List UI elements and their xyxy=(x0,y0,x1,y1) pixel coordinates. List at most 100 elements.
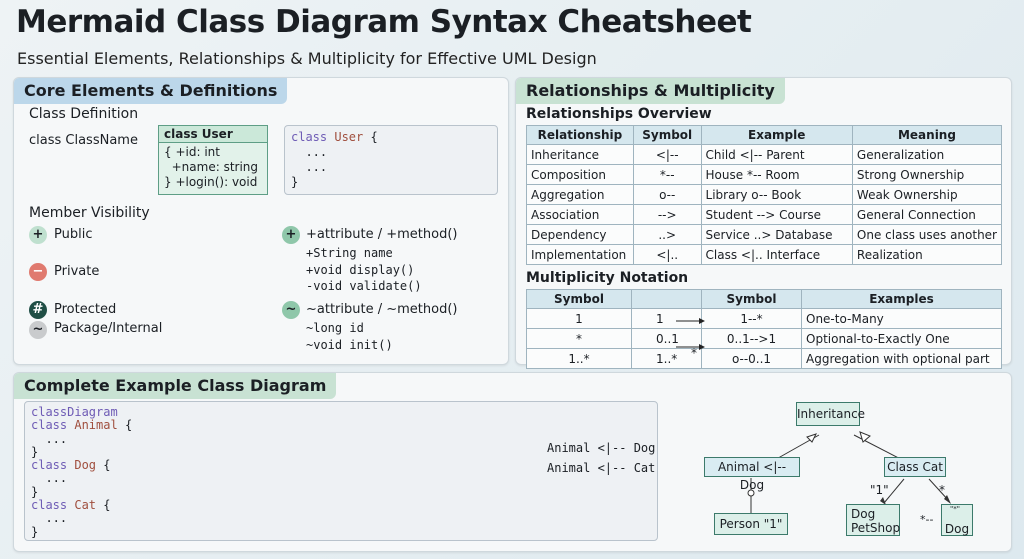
col-relationship: Relationship xyxy=(526,125,634,145)
public-member-icon: + xyxy=(282,226,300,244)
code-line-keyword: class xyxy=(31,498,75,513)
visibility-package-label: Package/Internal xyxy=(54,321,163,336)
class-user-box-title: class User xyxy=(159,126,267,143)
code-brace: { xyxy=(363,130,378,144)
code-line-keyword: classDiagram xyxy=(31,405,118,419)
visibility-private-label: Private xyxy=(54,264,100,279)
node-inheritance: Inheritance xyxy=(796,402,865,426)
code-line-keyword: class xyxy=(31,458,75,473)
code-line-rest: } xyxy=(31,484,39,499)
visibility-protected-label: Protected xyxy=(54,302,117,317)
relationship-cell: General Connection xyxy=(851,204,1003,225)
relationship-cell: One class uses another xyxy=(851,224,1003,245)
package-member-title: ~attribute / ~method() xyxy=(306,302,458,317)
relationships-table: Relationship Symbol Example Meaning Inhe… xyxy=(526,125,1003,265)
relationships-overview-label: Relationships Overview xyxy=(526,106,712,122)
multiplicity-cell: One-to-Many xyxy=(801,308,1002,329)
code-line-rest: ... xyxy=(31,511,68,526)
relationship-cell: Realization xyxy=(851,244,1003,265)
core-elements-heading: Core Elements & Definitions xyxy=(14,78,288,104)
node-dog-petshop: Dog PetShop xyxy=(846,504,900,536)
code-line: class Animal { xyxy=(31,419,651,432)
mult-col-symbol-2: Symbol xyxy=(701,289,802,309)
mult-col-blank xyxy=(631,289,702,309)
multiplicity-label: Multiplicity Notation xyxy=(526,270,689,286)
code-line: } xyxy=(31,484,651,499)
class-definition-label: Class Definition xyxy=(29,106,139,122)
node-class-cat: Class Cat xyxy=(884,457,946,477)
label-composition: *-- xyxy=(920,513,934,526)
example-heading: Complete Example Class Diagram xyxy=(14,373,337,399)
protected-icon: # xyxy=(29,301,47,319)
multiplicity-table-header: Symbol Symbol Examples xyxy=(526,289,1002,309)
public-icon: + xyxy=(29,226,47,244)
relationships-panel: Relationships & Multiplicity Relationshi… xyxy=(515,77,1012,369)
label-one: "1" xyxy=(870,483,889,497)
multiplicity-cell: Aggregation with optional part xyxy=(801,348,1002,369)
label-tiny: "*" xyxy=(950,505,960,513)
col-meaning: Meaning xyxy=(851,125,1003,145)
code-line-rest: } xyxy=(31,524,39,539)
multiplicity-cell: 1..* xyxy=(526,348,632,369)
code-line: ... xyxy=(31,431,651,446)
class-user-box: class User { +id: int +name: string } +l… xyxy=(158,125,268,195)
code-line: class Cat { xyxy=(31,498,651,513)
example-panel: Complete Example Class Diagram classDiag… xyxy=(13,372,1012,552)
relationships-heading: Relationships & Multiplicity xyxy=(516,78,785,104)
code-class-name: User xyxy=(334,130,364,144)
example-relation-cat: Animal <|-- Cat xyxy=(547,461,656,475)
code-line-rest: ... xyxy=(31,431,68,446)
code-line: class Dog { xyxy=(31,459,651,472)
code-line-keyword: class xyxy=(31,418,75,433)
package-member-icon: ~ xyxy=(282,301,300,319)
public-member-code: +String name +void display() -void valid… xyxy=(306,246,422,293)
example-relation-dog: Animal <|-- Dog xyxy=(547,441,656,455)
code-line: ... xyxy=(31,472,651,485)
code-body: ... ... } xyxy=(291,145,328,189)
package-member-code: ~long id ~void init() xyxy=(306,321,393,352)
private-icon: − xyxy=(29,263,47,281)
multiplicity-star: * xyxy=(691,346,697,360)
mult-col-examples: Examples xyxy=(801,289,1002,309)
multiplicity-cell: o--0..1 xyxy=(701,348,802,369)
mult-col-symbol: Symbol xyxy=(526,289,632,309)
code-line-class: Cat xyxy=(74,498,97,513)
core-elements-panel: Core Elements & Definitions Class Defini… xyxy=(13,77,509,365)
relationship-cell: Student --> Course xyxy=(700,204,853,225)
relationship-cell: Aggregation xyxy=(526,184,634,205)
relationship-cell: Implementation xyxy=(526,244,634,265)
multiplicity-arrows xyxy=(676,318,705,350)
relationship-cell: Association xyxy=(526,204,634,225)
node-person: Person "1" xyxy=(714,513,788,535)
relationship-cell: <|.. xyxy=(632,244,702,265)
relationship-cell: Class <|.. Interface xyxy=(700,244,853,265)
relationship-cell: Weak Ownership xyxy=(851,184,1003,205)
relationship-cell: Dependency xyxy=(526,224,634,245)
code-line: classDiagram xyxy=(31,405,651,419)
package-icon: ~ xyxy=(29,321,47,339)
code-line: ... xyxy=(31,512,651,525)
code-line: } xyxy=(31,524,651,539)
visibility-public-label: Public xyxy=(54,227,93,242)
class-user-code: class User { ... ... } xyxy=(284,125,498,195)
member-visibility-label: Member Visibility xyxy=(29,205,150,221)
code-line-rest: } xyxy=(31,444,39,459)
class-definition-syntax: class ClassName xyxy=(29,133,138,148)
relationship-cell: ..> xyxy=(632,224,702,245)
page-subtitle: Essential Elements, Relationships & Mult… xyxy=(17,49,597,68)
node-dog: Dog xyxy=(941,504,973,536)
relationship-cell: Inheritance xyxy=(526,144,634,165)
code-line-rest: ... xyxy=(31,471,68,486)
class-user-box-body: { +id: int +name: string } +login(): voi… xyxy=(164,145,259,189)
code-line-class: Dog xyxy=(74,458,97,473)
code-line-rest: { xyxy=(96,458,111,473)
public-member-title: +attribute / +method() xyxy=(306,227,458,242)
code-line: } xyxy=(31,444,651,459)
code-line-class: Animal xyxy=(74,418,118,433)
